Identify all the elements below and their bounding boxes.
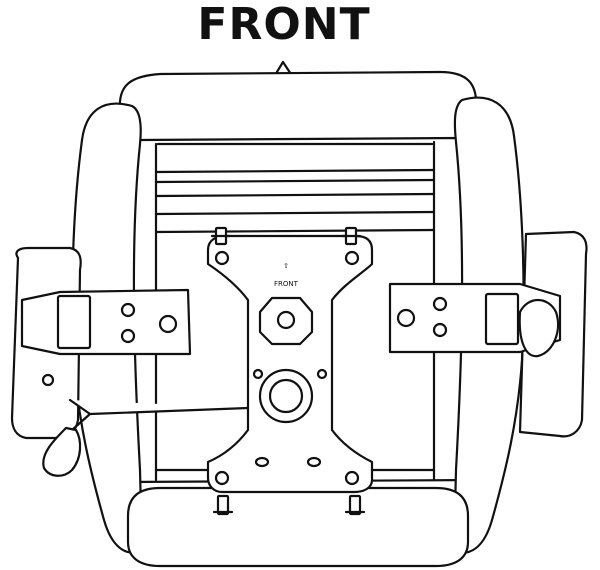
right-bracket-bolt xyxy=(432,296,448,312)
plate-slot xyxy=(306,456,322,468)
left-bracket-bolt xyxy=(120,328,136,344)
right-bracket-bolt xyxy=(432,322,448,338)
height-lever xyxy=(68,398,250,432)
front-heading: FRONT xyxy=(197,0,371,50)
left-bracket-bolt xyxy=(120,302,136,318)
right-bracket-bolt xyxy=(396,308,416,328)
frame-rail xyxy=(154,228,436,234)
tension-knob-center xyxy=(276,310,296,330)
right-adjust-knob xyxy=(518,298,560,358)
frame-rail xyxy=(154,178,436,184)
lever-handle xyxy=(42,426,82,477)
left-bracket-bolt xyxy=(41,373,55,387)
seat-front-cushion xyxy=(126,486,470,568)
left-bracket-bolt xyxy=(158,314,178,334)
seat-bolt-top-left xyxy=(210,226,232,246)
plate-mount-hole xyxy=(344,250,360,266)
plate-mount-hole xyxy=(344,470,360,486)
plate-mount-hole xyxy=(214,470,230,486)
plate-mount-hole xyxy=(214,250,230,266)
frame-rail xyxy=(154,192,436,198)
left-bracket-slot xyxy=(56,294,92,350)
plate-slot xyxy=(254,456,270,468)
frame-rail xyxy=(154,168,436,174)
seat-bolt-bottom-right xyxy=(344,494,366,516)
plate-front-arrow: ⇧ xyxy=(283,262,289,270)
mounting-plate xyxy=(206,234,374,494)
frame-rail xyxy=(154,210,436,216)
cylinder-socket-inner xyxy=(268,378,304,414)
plate-side-bolt xyxy=(316,368,328,380)
seat-bolt-top-right xyxy=(340,226,362,246)
seat-back-top-cushion xyxy=(118,70,478,144)
plate-side-bolt xyxy=(252,368,264,380)
seat-bolt-bottom-left xyxy=(212,494,234,516)
right-bracket-slot xyxy=(484,292,520,346)
plate-front-label: FRONT xyxy=(274,280,299,288)
